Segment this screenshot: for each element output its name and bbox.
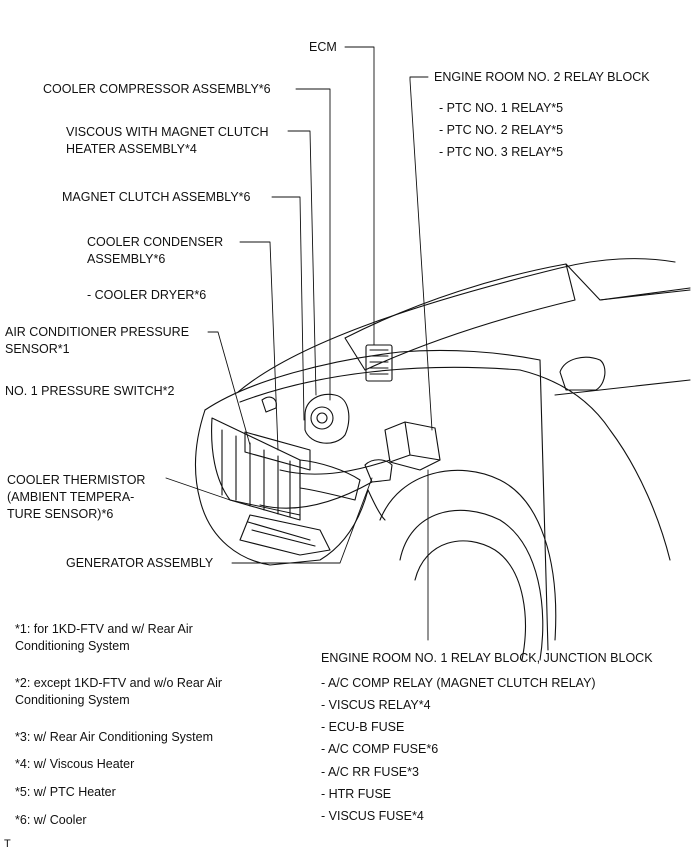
label-cooler-thermistor: COOLER THERMISTOR (AMBIENT TEMPERA- TURE… xyxy=(7,473,146,521)
leader-engine-room-2 xyxy=(409,76,433,431)
front-fascia xyxy=(194,409,369,566)
label-generator: GENERATOR ASSEMBLY xyxy=(66,556,214,570)
fender xyxy=(519,369,671,561)
label-cooler-compressor: COOLER COMPRESSOR ASSEMBLY*6 xyxy=(43,82,271,96)
grille xyxy=(211,417,301,521)
front-tire xyxy=(399,509,544,661)
footnote-5: *5: w/ PTC Heater xyxy=(15,785,116,799)
body-lower xyxy=(367,489,386,521)
leader-pressure-sensor xyxy=(207,331,251,446)
vehicle-roof xyxy=(237,258,676,393)
ecm-unit xyxy=(365,344,393,382)
side-mirror xyxy=(559,356,606,391)
lower-bumper xyxy=(239,514,331,556)
label-magnet-clutch: MAGNET CLUTCH ASSEMBLY*6 xyxy=(62,190,251,204)
label-cooler-condenser: COOLER CONDENSER ASSEMBLY*6 xyxy=(87,235,224,266)
relay-block-1 xyxy=(364,459,393,483)
leader-ecm xyxy=(344,46,375,346)
label-engine-room-2-relay-block: ENGINE ROOM NO. 2 RELAY BLOCK xyxy=(434,70,650,84)
hood-line xyxy=(239,366,521,403)
side-window xyxy=(599,287,691,301)
leader-compressor xyxy=(295,88,331,401)
door-line xyxy=(539,359,549,651)
label-ac-comp-fuse: - A/C COMP FUSE*6 xyxy=(321,742,439,756)
label-ptc2: - PTC NO. 2 RELAY*5 xyxy=(439,123,564,137)
label-htr-fuse: - HTR FUSE xyxy=(321,787,392,801)
compressor-body xyxy=(304,393,350,444)
condenser xyxy=(244,431,311,471)
hood-edge xyxy=(204,349,541,411)
footnote-3: *3: w/ Rear Air Conditioning System xyxy=(15,730,214,744)
label-ac-rr-fuse: - A/C RR FUSE*3 xyxy=(321,765,419,779)
leader-viscous xyxy=(287,130,317,396)
a-pillar xyxy=(565,263,691,301)
piping xyxy=(259,459,391,509)
footnote-6: *6: w/ Cooler xyxy=(15,813,87,827)
wheel-arch xyxy=(379,469,557,641)
footnote-4: *4: w/ Viscous Heater xyxy=(15,757,135,771)
footnote-1: *1: for 1KD-FTV and w/ Rear Air Conditio… xyxy=(15,622,193,653)
label-viscus-relay: - VISCUS RELAY*4 xyxy=(321,698,431,712)
windshield xyxy=(344,263,576,371)
footnote-2: *2: except 1KD-FTV and w/o Rear Air Cond… xyxy=(15,676,223,707)
label-cooler-dryer: - COOLER DRYER*6 xyxy=(87,288,207,302)
beltline xyxy=(554,379,691,396)
label-ptc1: - PTC NO. 1 RELAY*5 xyxy=(439,101,564,115)
headlamp xyxy=(299,459,361,501)
leader-thermistor xyxy=(165,477,301,516)
label-viscus-fuse: - VISCUS FUSE*4 xyxy=(321,809,424,823)
label-ac-pressure-sensor: AIR CONDITIONER PRESSURE SENSOR*1 xyxy=(5,325,190,356)
label-viscous-heater: VISCOUS WITH MAGNET CLUTCH HEATER ASSEMB… xyxy=(66,125,269,156)
label-ecu-b-fuse: - ECU-B FUSE xyxy=(321,720,405,734)
label-ac-comp-relay: - A/C COMP RELAY (MAGNET CLUTCH RELAY) xyxy=(321,676,596,690)
leader-magnet-clutch xyxy=(271,196,305,421)
corner-mark: T xyxy=(4,838,11,850)
label-ecm: ECM xyxy=(309,40,337,54)
label-pressure-switch: NO. 1 PRESSURE SWITCH*2 xyxy=(5,384,175,398)
reservoir xyxy=(261,396,277,413)
leader-condenser xyxy=(239,241,279,451)
label-engine-room-1-relay-block: ENGINE ROOM NO. 1 RELAY BLOCK, JUNCTION … xyxy=(321,651,653,665)
label-ptc3: - PTC NO. 3 RELAY*5 xyxy=(439,145,564,159)
leader-generator xyxy=(231,477,373,564)
